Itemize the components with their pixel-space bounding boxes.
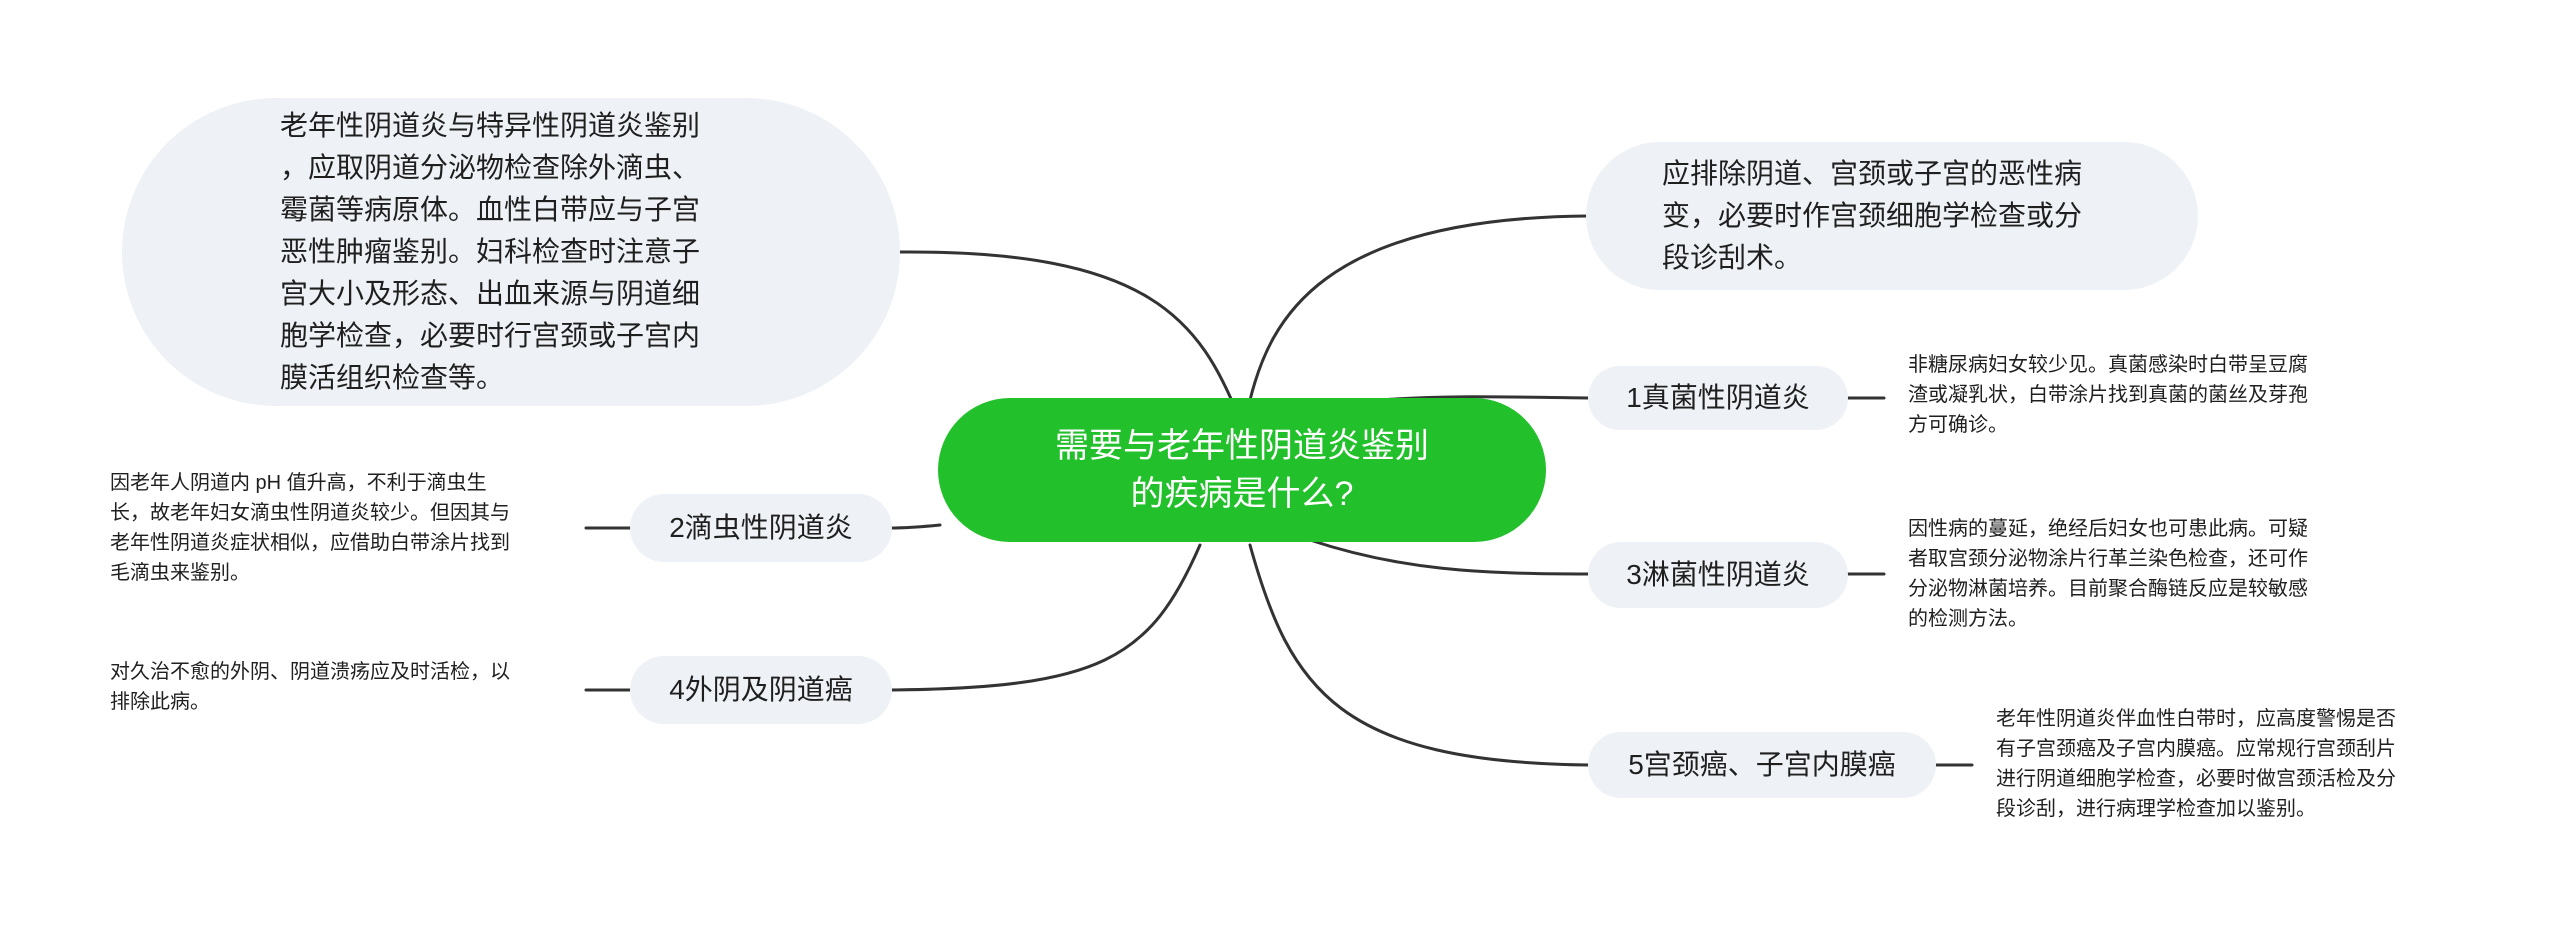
note-line: 有子宫颈癌及子宫内膜癌。应常规行宫颈刮片 [1996, 738, 2396, 760]
branch-label: 3淋菌性阴道炎 [1626, 559, 1810, 590]
root-topic-line: 的疾病是什么? [1130, 475, 1354, 513]
topic-line: ，应取阴道分泌物检查除外滴虫、 [280, 152, 701, 183]
note-line: 进行阴道细胞学检查，必要时做宫颈活检及分 [1996, 768, 2396, 790]
topic-line: 霉菌等病原体。血性白带应与子宫 [280, 194, 701, 225]
topic-line: 膜活组织检查等。 [280, 362, 505, 393]
topic-line: 段诊刮术。 [1662, 242, 1803, 273]
note-fungal-vaginitis: 非糖尿病妇女较少见。真菌感染时白带呈豆腐 渣或凝乳状，白带涂片找到真菌的菌丝及芽… [1908, 350, 2388, 440]
topic-line: 变，必要时作宫颈细胞学检查或分 [1662, 200, 2083, 231]
note-gonococcal-vaginitis: 因性病的蔓延，绝经后妇女也可患此病。可疑 者取宫颈分泌物涂片行革兰染色检查，还可… [1908, 514, 2388, 634]
topic-top-right-text: 应排除阴道、宫颈或子宫的恶性病 变，必要时作宫颈细胞学检查或分 段诊刮术。 [1662, 153, 2082, 279]
topic-top-left-text: 老年性阴道炎与特异性阴道炎鉴别 ，应取阴道分泌物检查除外滴虫、 霉菌等病原体。血… [280, 105, 700, 399]
branch-cervical-endometrial-cancer[interactable]: 5宫颈癌、子宫内膜癌 [1588, 732, 1936, 798]
connector-root-b2 [888, 523, 942, 530]
connector-root-b3 [1308, 538, 1590, 576]
branch-label: 1真菌性阴道炎 [1626, 382, 1810, 413]
note-line: 老年性阴道炎伴血性白带时，应高度警惕是否 [1996, 708, 2396, 730]
note-line: 因老年人阴道内 pH 值升高，不利于滴虫生 [110, 472, 487, 494]
note-line: 非糖尿病妇女较少见。真菌感染时白带呈豆腐 [1908, 354, 2308, 376]
topic-line: 应排除阴道、宫颈或子宫的恶性病 [1662, 158, 2083, 189]
branch-label: 2滴虫性阴道炎 [669, 512, 853, 543]
root-topic-line: 需要与老年性阴道炎鉴别 [1055, 427, 1429, 465]
note-line: 分泌物淋菌培养。目前聚合酶链反应是较敏感 [1908, 578, 2308, 600]
branch-vulvar-vaginal-cancer[interactable]: 4外阴及阴道癌 [630, 656, 892, 724]
root-topic-text: 需要与老年性阴道炎鉴别 的疾病是什么? [1055, 422, 1429, 518]
topic-top-right[interactable]: 应排除阴道、宫颈或子宫的恶性病 变，必要时作宫颈细胞学检查或分 段诊刮术。 [1586, 142, 2198, 290]
connector-root-top-right [1248, 214, 1590, 402]
note-line: 的检测方法。 [1908, 608, 2028, 630]
branch-label: 5宫颈癌、子宫内膜癌 [1628, 749, 1896, 780]
note-cervical-endometrial-cancer: 老年性阴道炎伴血性白带时，应高度警惕是否 有子宫颈癌及子宫内膜癌。应常规行宫颈刮… [1996, 704, 2476, 824]
note-line: 段诊刮，进行病理学检查加以鉴别。 [1996, 798, 2316, 820]
note-line: 者取宫颈分泌物涂片行革兰染色检查，还可作 [1908, 548, 2308, 570]
note-line: 毛滴虫来鉴别。 [110, 562, 250, 584]
note-vulvar-vaginal-cancer: 对久治不愈的外阴、阴道溃疡应及时活检，以 排除此病。 [110, 657, 590, 717]
topic-line: 胞学检查，必要时行宫颈或子宫内 [280, 320, 701, 351]
branch-gonococcal-vaginitis[interactable]: 3淋菌性阴道炎 [1588, 542, 1848, 608]
note-line: 老年性阴道炎症状相似，应借助白带涂片找到 [110, 532, 510, 554]
branch-label: 4外阴及阴道癌 [669, 674, 853, 705]
note-line: 因性病的蔓延，绝经后妇女也可患此病。可疑 [1908, 518, 2308, 540]
note-line: 渣或凝乳状，白带涂片找到真菌的菌丝及芽孢 [1908, 384, 2308, 406]
note-line: 排除此病。 [110, 691, 210, 713]
branch-trichomonas-vaginitis[interactable]: 2滴虫性阴道炎 [630, 494, 892, 562]
topic-top-left[interactable]: 老年性阴道炎与特异性阴道炎鉴别 ，应取阴道分泌物检查除外滴虫、 霉菌等病原体。血… [122, 98, 900, 406]
connector-root-top-left [898, 250, 1242, 422]
topic-line: 恶性肿瘤鉴别。妇科检查时注意子 [280, 236, 701, 267]
root-topic[interactable]: 需要与老年性阴道炎鉴别 的疾病是什么? [938, 398, 1546, 542]
note-line: 长，故老年妇女滴虫性阴道炎较少。但因其与 [110, 502, 510, 524]
branch-fungal-vaginitis[interactable]: 1真菌性阴道炎 [1588, 366, 1848, 430]
connector-root-b4 [888, 543, 1202, 692]
topic-line: 老年性阴道炎与特异性阴道炎鉴别 [280, 110, 701, 141]
topic-line: 宫大小及形态、出血来源与阴道细 [280, 278, 701, 309]
note-trichomonas-vaginitis: 因老年人阴道内 pH 值升高，不利于滴虫生 长，故老年妇女滴虫性阴道炎较少。但因… [110, 468, 590, 588]
note-line: 方可确诊。 [1908, 414, 2008, 436]
connector-root-b5 [1248, 543, 1590, 767]
note-line: 对久治不愈的外阴、阴道溃疡应及时活检，以 [110, 661, 510, 683]
